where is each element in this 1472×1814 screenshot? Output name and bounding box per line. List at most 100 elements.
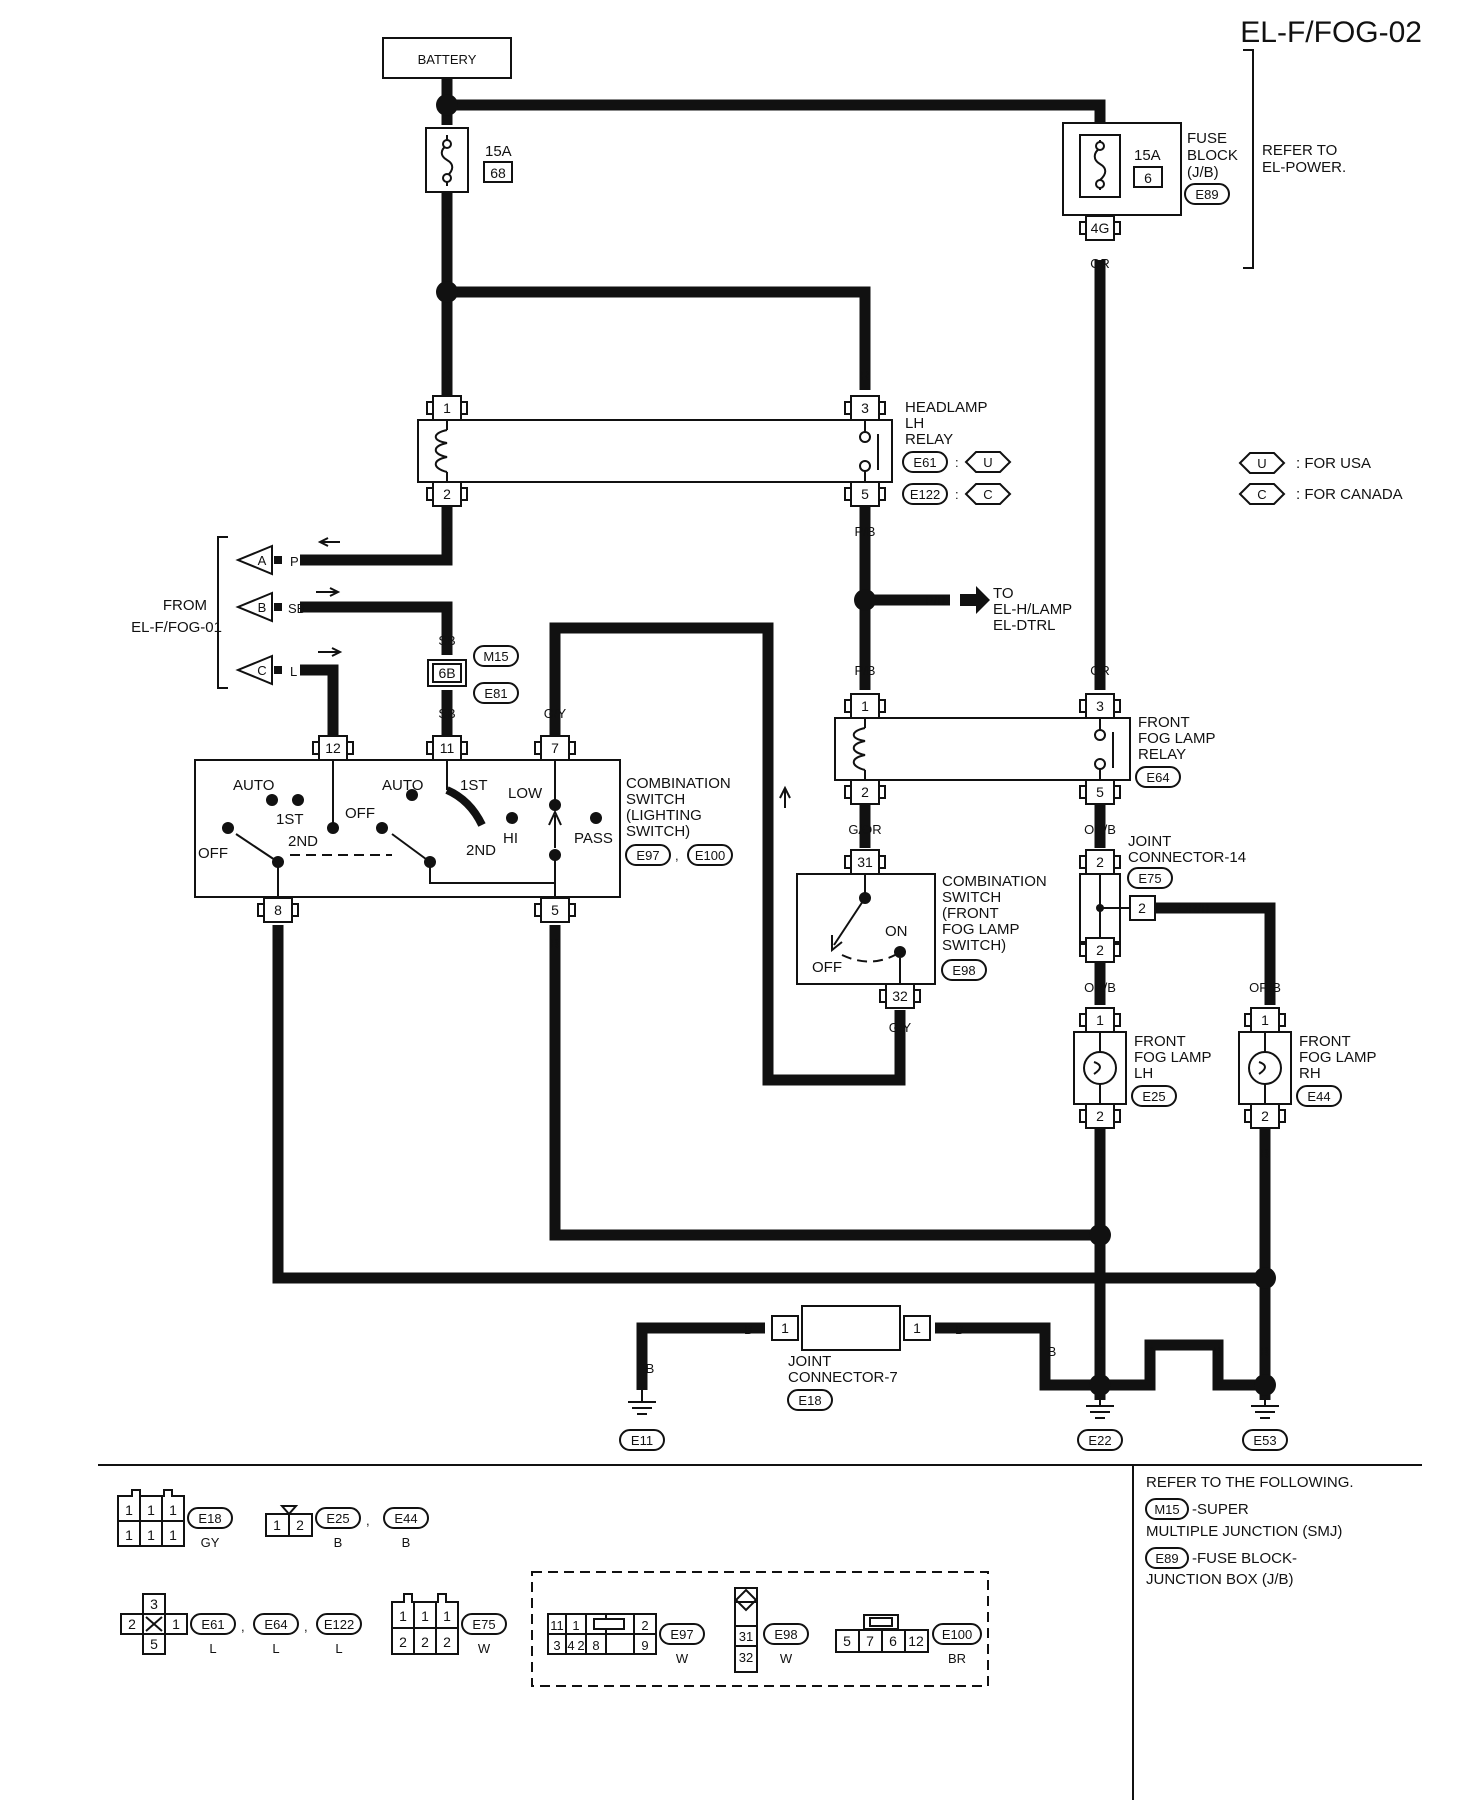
e44-view-color: B <box>402 1535 411 1550</box>
e18-cell-1: 1 <box>125 1502 133 1518</box>
fuse-block-pin: 4G <box>1091 220 1110 236</box>
fs-pin-32: 32 <box>892 988 908 1004</box>
refer-to-line-1: REFER TO <box>1262 142 1337 159</box>
refer-m15-text-2: MULTIPLE JUNCTION (SMJ) <box>1146 1523 1342 1540</box>
wire-label-r-right: R <box>860 368 869 383</box>
page-id: EL-F/FOG-02 <box>1240 16 1422 49</box>
wires <box>272 65 1276 1400</box>
junction-dots <box>436 94 1276 1396</box>
fr-pin-3: 3 <box>1096 698 1104 714</box>
fr-title-2: FOG LAMP <box>1138 730 1216 747</box>
e61-view-conn: E61 <box>201 1617 224 1632</box>
fs-on: ON <box>885 923 908 940</box>
ls-pos-2nd-1: 2ND <box>288 833 318 850</box>
wire-label-sb-2: SB <box>438 706 455 721</box>
fl-lh-title-2: FOG LAMP <box>1134 1049 1212 1066</box>
ls-title-4: SWITCH) <box>626 823 690 840</box>
wire-label-b-g5: B <box>1214 1344 1223 1359</box>
to-line-1: TO <box>993 585 1014 602</box>
svg-text:,: , <box>304 1619 308 1634</box>
e75-view-color: W <box>478 1641 491 1656</box>
hr-pin-2: 2 <box>443 486 451 502</box>
fr-pin-5: 5 <box>1096 784 1104 800</box>
fl-lh-title-1: FRONT <box>1134 1033 1186 1050</box>
ls-pos-auto-1: AUTO <box>233 777 274 794</box>
ground-e22: E22 <box>1077 1396 1123 1451</box>
fog-lamp-lh: 1 2 FRONT FOG LAMP LH E25 B <box>1073 1007 1212 1161</box>
e25-cell-2: 2 <box>296 1517 304 1533</box>
hr-code-c: C <box>983 487 992 502</box>
wire-label-b-lh: B <box>1096 1146 1105 1161</box>
e122-view-color: L <box>335 1641 342 1656</box>
hr-title-3: RELAY <box>905 431 953 448</box>
e64-view-color: L <box>272 1641 279 1656</box>
wire-label-r: R <box>442 206 451 221</box>
e18-cell-5: 1 <box>147 1527 155 1543</box>
fl-rh-pin-1: 1 <box>1261 1012 1269 1028</box>
ls-pos-pass: PASS <box>574 830 613 847</box>
e61-cell-3: 3 <box>150 1596 158 1612</box>
ground-e53-label: E53 <box>1253 1433 1276 1448</box>
ls-conn-b: E100 <box>695 848 725 863</box>
smj-connector: SB 6B M15 E81 SB L G/Y <box>329 633 566 721</box>
ground-e22-label: E22 <box>1088 1433 1111 1448</box>
fl-lh-pin-1: 1 <box>1096 1012 1104 1028</box>
fr-title-1: FRONT <box>1138 714 1190 731</box>
connector-view-e98: 31 32 E98 W <box>734 1587 809 1673</box>
joint-connector-7: B 1 1 B JOINT CONNECTOR-7 E18 <box>744 1305 964 1411</box>
ls-pos-off-2: OFF <box>345 805 375 822</box>
refer-e89-text-1: -FUSE BLOCK- <box>1192 1550 1297 1567</box>
fuse-block: 15A 6 4G OR FUSE BLOCK (J/B) E89 REFER T… <box>1062 49 1346 271</box>
wire-label-b-g1: B <box>646 1361 655 1376</box>
j14-pin-top: 2 <box>1096 854 1104 870</box>
fl-rh-conn: E44 <box>1307 1089 1330 1104</box>
refer-to-line-2: EL-POWER. <box>1262 159 1346 176</box>
fog-lamp-relay: P/B OR 1 3 2 5 FRONT FOG LAMP RELAY E64 … <box>834 663 1216 837</box>
e97-cell-8: 8 <box>592 1638 599 1653</box>
fs-conn: E98 <box>952 963 975 978</box>
ls-pos-low: LOW <box>508 785 543 802</box>
e97-cell-2: 2 <box>641 1618 648 1633</box>
wire-label-b-ls2: B <box>551 936 560 951</box>
fr-conn: E64 <box>1146 770 1169 785</box>
e75-cell-3: 1 <box>443 1608 451 1624</box>
e64-view-conn: E64 <box>264 1617 287 1632</box>
ls-title-3: (LIGHTING <box>626 807 702 824</box>
j7-conn: E18 <box>798 1393 821 1408</box>
e100-cell-7: 7 <box>866 1633 874 1649</box>
j14-pin-side: 2 <box>1138 900 1146 916</box>
ls-pos-off-1: OFF <box>198 845 228 862</box>
fuse-6-number: 6 <box>1144 170 1152 186</box>
wire-label-pb-to: P/B <box>925 593 946 608</box>
hr-conn-usa: E61 <box>913 455 936 470</box>
smj-pin: 6B <box>438 665 455 681</box>
battery-label: BATTERY <box>418 52 477 67</box>
ground-e11-label: E11 <box>631 1433 653 1448</box>
e75-cell-1: 1 <box>399 1608 407 1624</box>
fuse-block-title-3: (J/B) <box>1187 164 1219 181</box>
fl-rh-title-2: FOG LAMP <box>1299 1049 1377 1066</box>
hr-pin-5: 5 <box>861 486 869 502</box>
j7-title-2: CONNECTOR-7 <box>788 1369 898 1386</box>
fog-lamp-rh: 1 2 FRONT FOG LAMP RH E44 B <box>1238 1007 1377 1161</box>
legend-code-c: C <box>1257 487 1266 502</box>
hr-code-u: U <box>983 455 992 470</box>
refer-e89-text-2: JUNCTION BOX (J/B) <box>1146 1571 1294 1588</box>
legend-canada: : FOR CANADA <box>1296 486 1403 503</box>
wire-label-r-left: R <box>442 368 451 383</box>
ls-pos-2nd-2: 2ND <box>466 842 496 859</box>
refer-m15-text-1: -SUPER <box>1192 1501 1249 1518</box>
wire-label-orb-1: OR/B <box>1084 822 1116 837</box>
legend-code-u: U <box>1257 456 1266 471</box>
e61-cell-5: 5 <box>150 1636 158 1652</box>
ls-pos-auto-2: AUTO <box>382 777 423 794</box>
wire-label-b-g4: B <box>1146 1344 1155 1359</box>
wire-label-gy-2: G/Y <box>889 1020 912 1035</box>
e100-cell-6: 6 <box>889 1633 897 1649</box>
wire-label-sb-1: SB <box>438 633 455 648</box>
fuse-68-number: 68 <box>490 165 506 181</box>
ground-e53: E53 <box>1242 1396 1288 1451</box>
fuse-68: 15A 68 R <box>425 127 513 221</box>
e100-cell-5: 5 <box>843 1633 851 1649</box>
fr-pin-1: 1 <box>861 698 869 714</box>
